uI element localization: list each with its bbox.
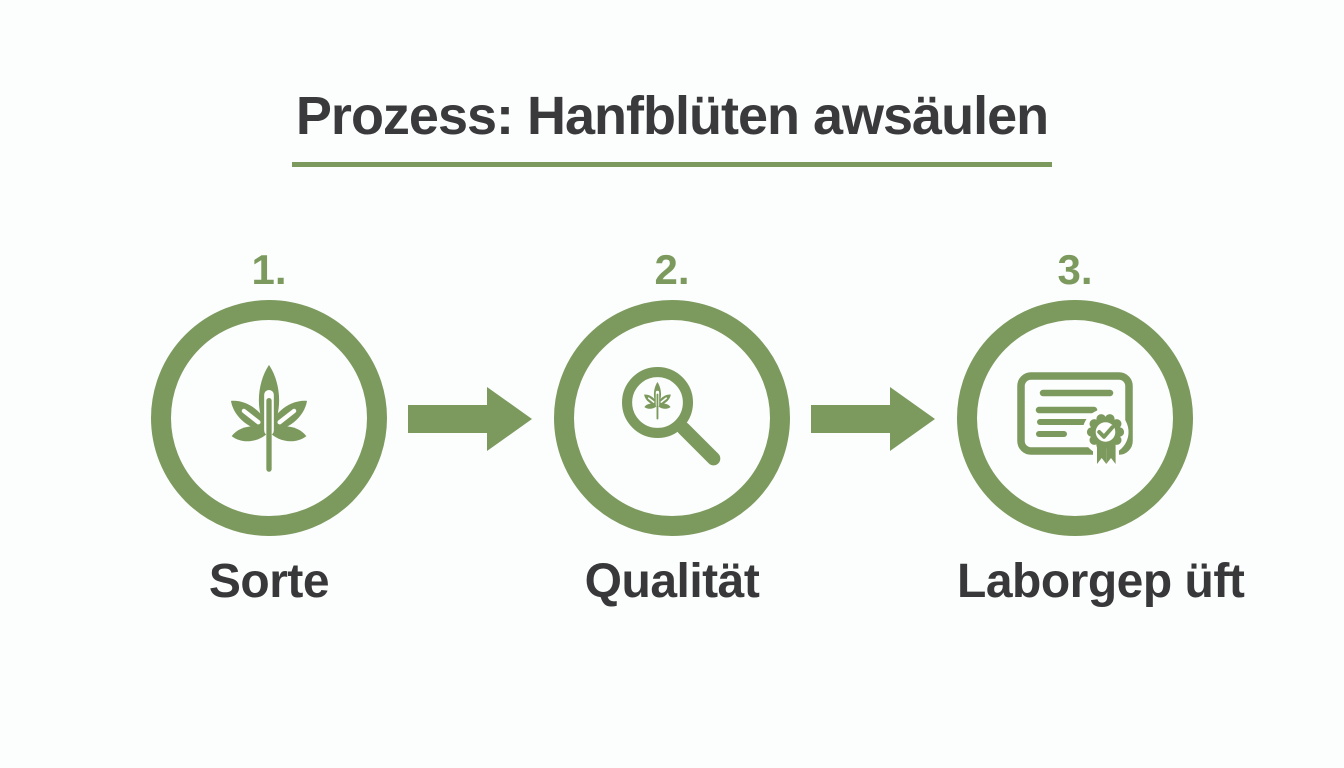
- magnifier-leaf-icon: [622, 367, 721, 466]
- step-number: 1.: [251, 246, 287, 294]
- step-circle: [554, 300, 790, 537]
- step-circle: [151, 300, 387, 537]
- step-label: Qualität: [584, 555, 760, 609]
- step-circle: [957, 300, 1193, 537]
- step-laborgeprueft: 3.: [957, 246, 1245, 609]
- hemp-leaf-icon: [214, 360, 324, 476]
- page-title: Prozess: Hanfblüten awsäulen: [291, 86, 1053, 168]
- header: Prozess: Hanfblüten awsäulen: [0, 0, 1344, 168]
- arrow-right-icon: [408, 385, 533, 453]
- step-sorte: 1. Sorte: [151, 249, 387, 609]
- step-label: Laborgep üft: [957, 555, 1245, 609]
- certificate-check-icon: [1017, 372, 1133, 467]
- step-qualitaet: 2. Qualität: [554, 249, 790, 609]
- step-number: 3.: [1057, 246, 1093, 294]
- arrow-right-icon: [811, 385, 936, 453]
- process-steps: 1. Sorte 2. Qualität: [0, 249, 1344, 609]
- step-number: 2.: [654, 246, 690, 294]
- step-label: Sorte: [208, 555, 330, 609]
